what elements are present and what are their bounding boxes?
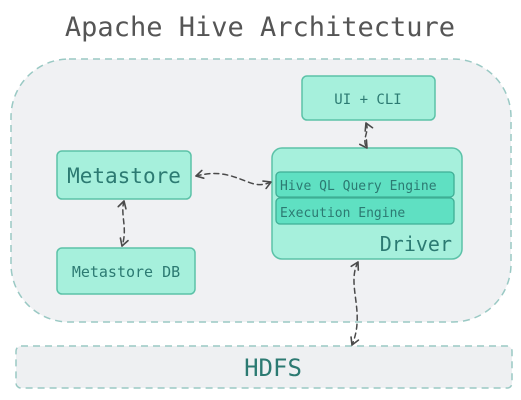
ui-cli-node: UI + CLI: [301, 75, 436, 121]
metastore-db-label: Metastore DB: [72, 263, 180, 281]
diagram-title: Apache Hive Architecture: [65, 12, 455, 43]
driver-hdfs-arrowhead-icon: [350, 261, 360, 346]
metastore-node: Metastore: [56, 150, 192, 200]
uicli-driver-arrowhead-icon: [358, 122, 374, 149]
ui-cli-label: UI + CLI: [334, 92, 401, 108]
metastore-db-node: Metastore DB: [56, 247, 196, 295]
metastore-label: Metastore: [67, 164, 181, 188]
hive-ql-engine-label: Hive QL Query Engine: [280, 179, 437, 194]
driver-label: Driver: [380, 232, 452, 256]
execution-engine-box: [275, 197, 455, 225]
execution-engine-label: Execution Engine: [280, 206, 405, 221]
hdfs-label: HDFS: [244, 354, 302, 382]
hive-ql-engine-box: [275, 171, 455, 198]
hdfs-node: HDFS: [15, 345, 513, 389]
driver-node: Hive QL Query Engine Execution Engine Dr…: [271, 147, 463, 260]
metastore-db-arrowhead-icon: [117, 200, 129, 247]
metastore-driver-arrowhead-icon: [195, 169, 272, 190]
